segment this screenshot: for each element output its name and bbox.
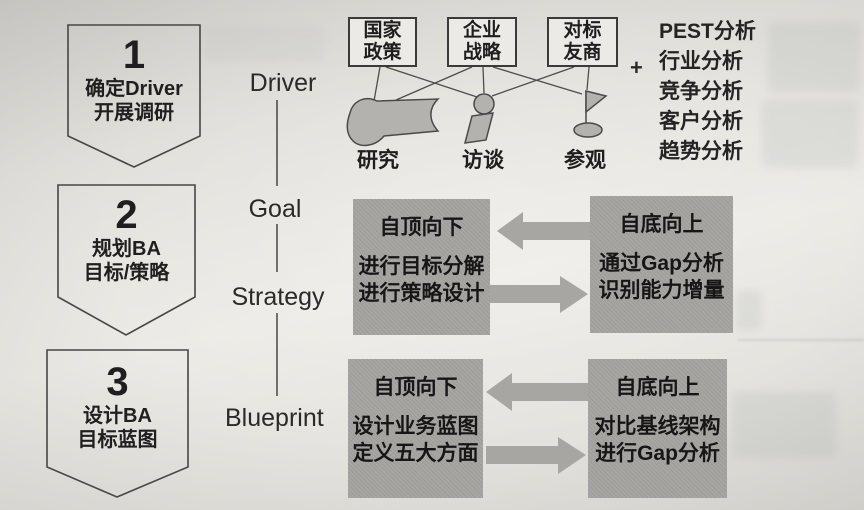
goal-topdown-title: 自顶向下 xyxy=(379,216,464,239)
method-label-research: 研究 xyxy=(357,149,399,172)
blueprint-topdown-line2: 定义五大方面 xyxy=(352,442,479,465)
analysis-item: 趋势分析 xyxy=(659,140,743,163)
blueprint-bottomup-line2: 进行Gap分析 xyxy=(595,442,720,465)
arrow-right-goal-icon xyxy=(490,276,588,313)
source-method-connectors xyxy=(373,66,590,102)
step3-title-line2: 目标蓝图 xyxy=(77,429,158,451)
phase-label-strategy: Strategy xyxy=(231,283,325,311)
research-scroll-icon xyxy=(346,97,440,147)
bleedthrough-blob xyxy=(205,26,325,62)
goal-bottomup-title: 自底向上 xyxy=(619,213,704,236)
analysis-item: PEST分析 xyxy=(659,20,756,43)
blueprint-bottomup-title: 自底向上 xyxy=(615,376,700,399)
analysis-list: PEST分析 行业分析 竞争分析 客户分析 趋势分析 xyxy=(659,17,756,167)
method-label-interview: 访谈 xyxy=(462,149,504,172)
analysis-item: 竞争分析 xyxy=(659,80,743,103)
step3-content: 3 设计BA 目标蓝图 xyxy=(47,352,188,452)
step1-title-line1: 确定Driver xyxy=(85,78,183,100)
blueprint-topdown-box: 自顶向下 设计业务蓝图 定义五大方面 xyxy=(348,359,483,498)
analysis-item: 行业分析 xyxy=(659,50,743,73)
phase-label-driver: Driver xyxy=(249,69,317,97)
plus-sign: + xyxy=(630,55,643,80)
step3-number: 3 xyxy=(106,360,129,404)
bleedthrough-blob xyxy=(732,392,836,458)
method-label-visit: 参观 xyxy=(564,149,606,172)
blueprint-topdown-lines: 设计业务蓝图 定义五大方面 xyxy=(348,413,483,467)
goal-bottomup-lines: 通过Gap分析 识别能力增量 xyxy=(590,250,733,304)
source-box-line: 战略 xyxy=(462,42,501,63)
blueprint-bottomup-box: 自底向上 对比基线架构 进行Gap分析 xyxy=(588,359,727,498)
source-box-benchmark-peers: 对标 友商 xyxy=(547,17,618,67)
phase-label-blueprint: Blueprint xyxy=(225,404,324,432)
step2-title-line1: 规划BA xyxy=(92,238,161,260)
goal-bottomup-line1: 通过Gap分析 xyxy=(599,252,724,275)
source-box-line: 对标 xyxy=(563,20,602,41)
goal-bottomup-box: 自底向上 通过Gap分析 识别能力增量 xyxy=(590,196,733,333)
bleedthrough-blob xyxy=(736,290,762,330)
blueprint-topdown-line1: 设计业务蓝图 xyxy=(352,415,479,438)
source-box-corporate-strategy: 企业 战略 xyxy=(447,17,517,67)
source-box-line: 政策 xyxy=(363,42,402,63)
bleedthrough-rule xyxy=(738,339,864,341)
goal-topdown-lines: 进行目标分解 进行策略设计 xyxy=(353,253,490,307)
step2-content: 2 规划BA 目标/策略 xyxy=(58,185,195,285)
arrow-left-blueprint-icon xyxy=(486,373,590,411)
goal-topdown-line1: 进行目标分解 xyxy=(358,255,485,278)
source-box-line: 企业 xyxy=(462,20,501,41)
goal-bottomup-line2: 识别能力增量 xyxy=(598,279,725,302)
blueprint-bottomup-lines: 对比基线架构 进行Gap分析 xyxy=(588,413,727,467)
visit-flag-icon xyxy=(573,90,608,138)
source-box-national-policy: 国家 政策 xyxy=(348,17,417,67)
step1-content: 1 确定Driver 开展调研 xyxy=(68,25,200,125)
analysis-item: 客户分析 xyxy=(659,110,743,133)
interview-person-icon xyxy=(463,93,495,144)
blueprint-topdown-title: 自顶向下 xyxy=(373,376,458,399)
goal-topdown-box: 自顶向下 进行目标分解 进行策略设计 xyxy=(353,199,490,335)
phase-label-goal: Goal xyxy=(248,195,302,223)
bleedthrough-blob xyxy=(762,100,858,168)
blueprint-bottomup-line1: 对比基线架构 xyxy=(594,415,721,438)
bleedthrough-blob xyxy=(768,22,860,92)
source-box-line: 友商 xyxy=(563,42,602,63)
goal-topdown-line2: 进行策略设计 xyxy=(358,282,485,305)
step3-title-line1: 设计BA xyxy=(83,405,152,427)
step2-title-line2: 目标/策略 xyxy=(83,262,170,284)
step1-number: 1 xyxy=(122,33,146,77)
source-box-line: 国家 xyxy=(363,20,402,41)
step1-title-line2: 开展调研 xyxy=(94,102,174,124)
arrow-left-goal-icon xyxy=(497,212,592,250)
step2-number: 2 xyxy=(115,193,138,237)
arrow-right-blueprint-icon xyxy=(486,437,586,474)
